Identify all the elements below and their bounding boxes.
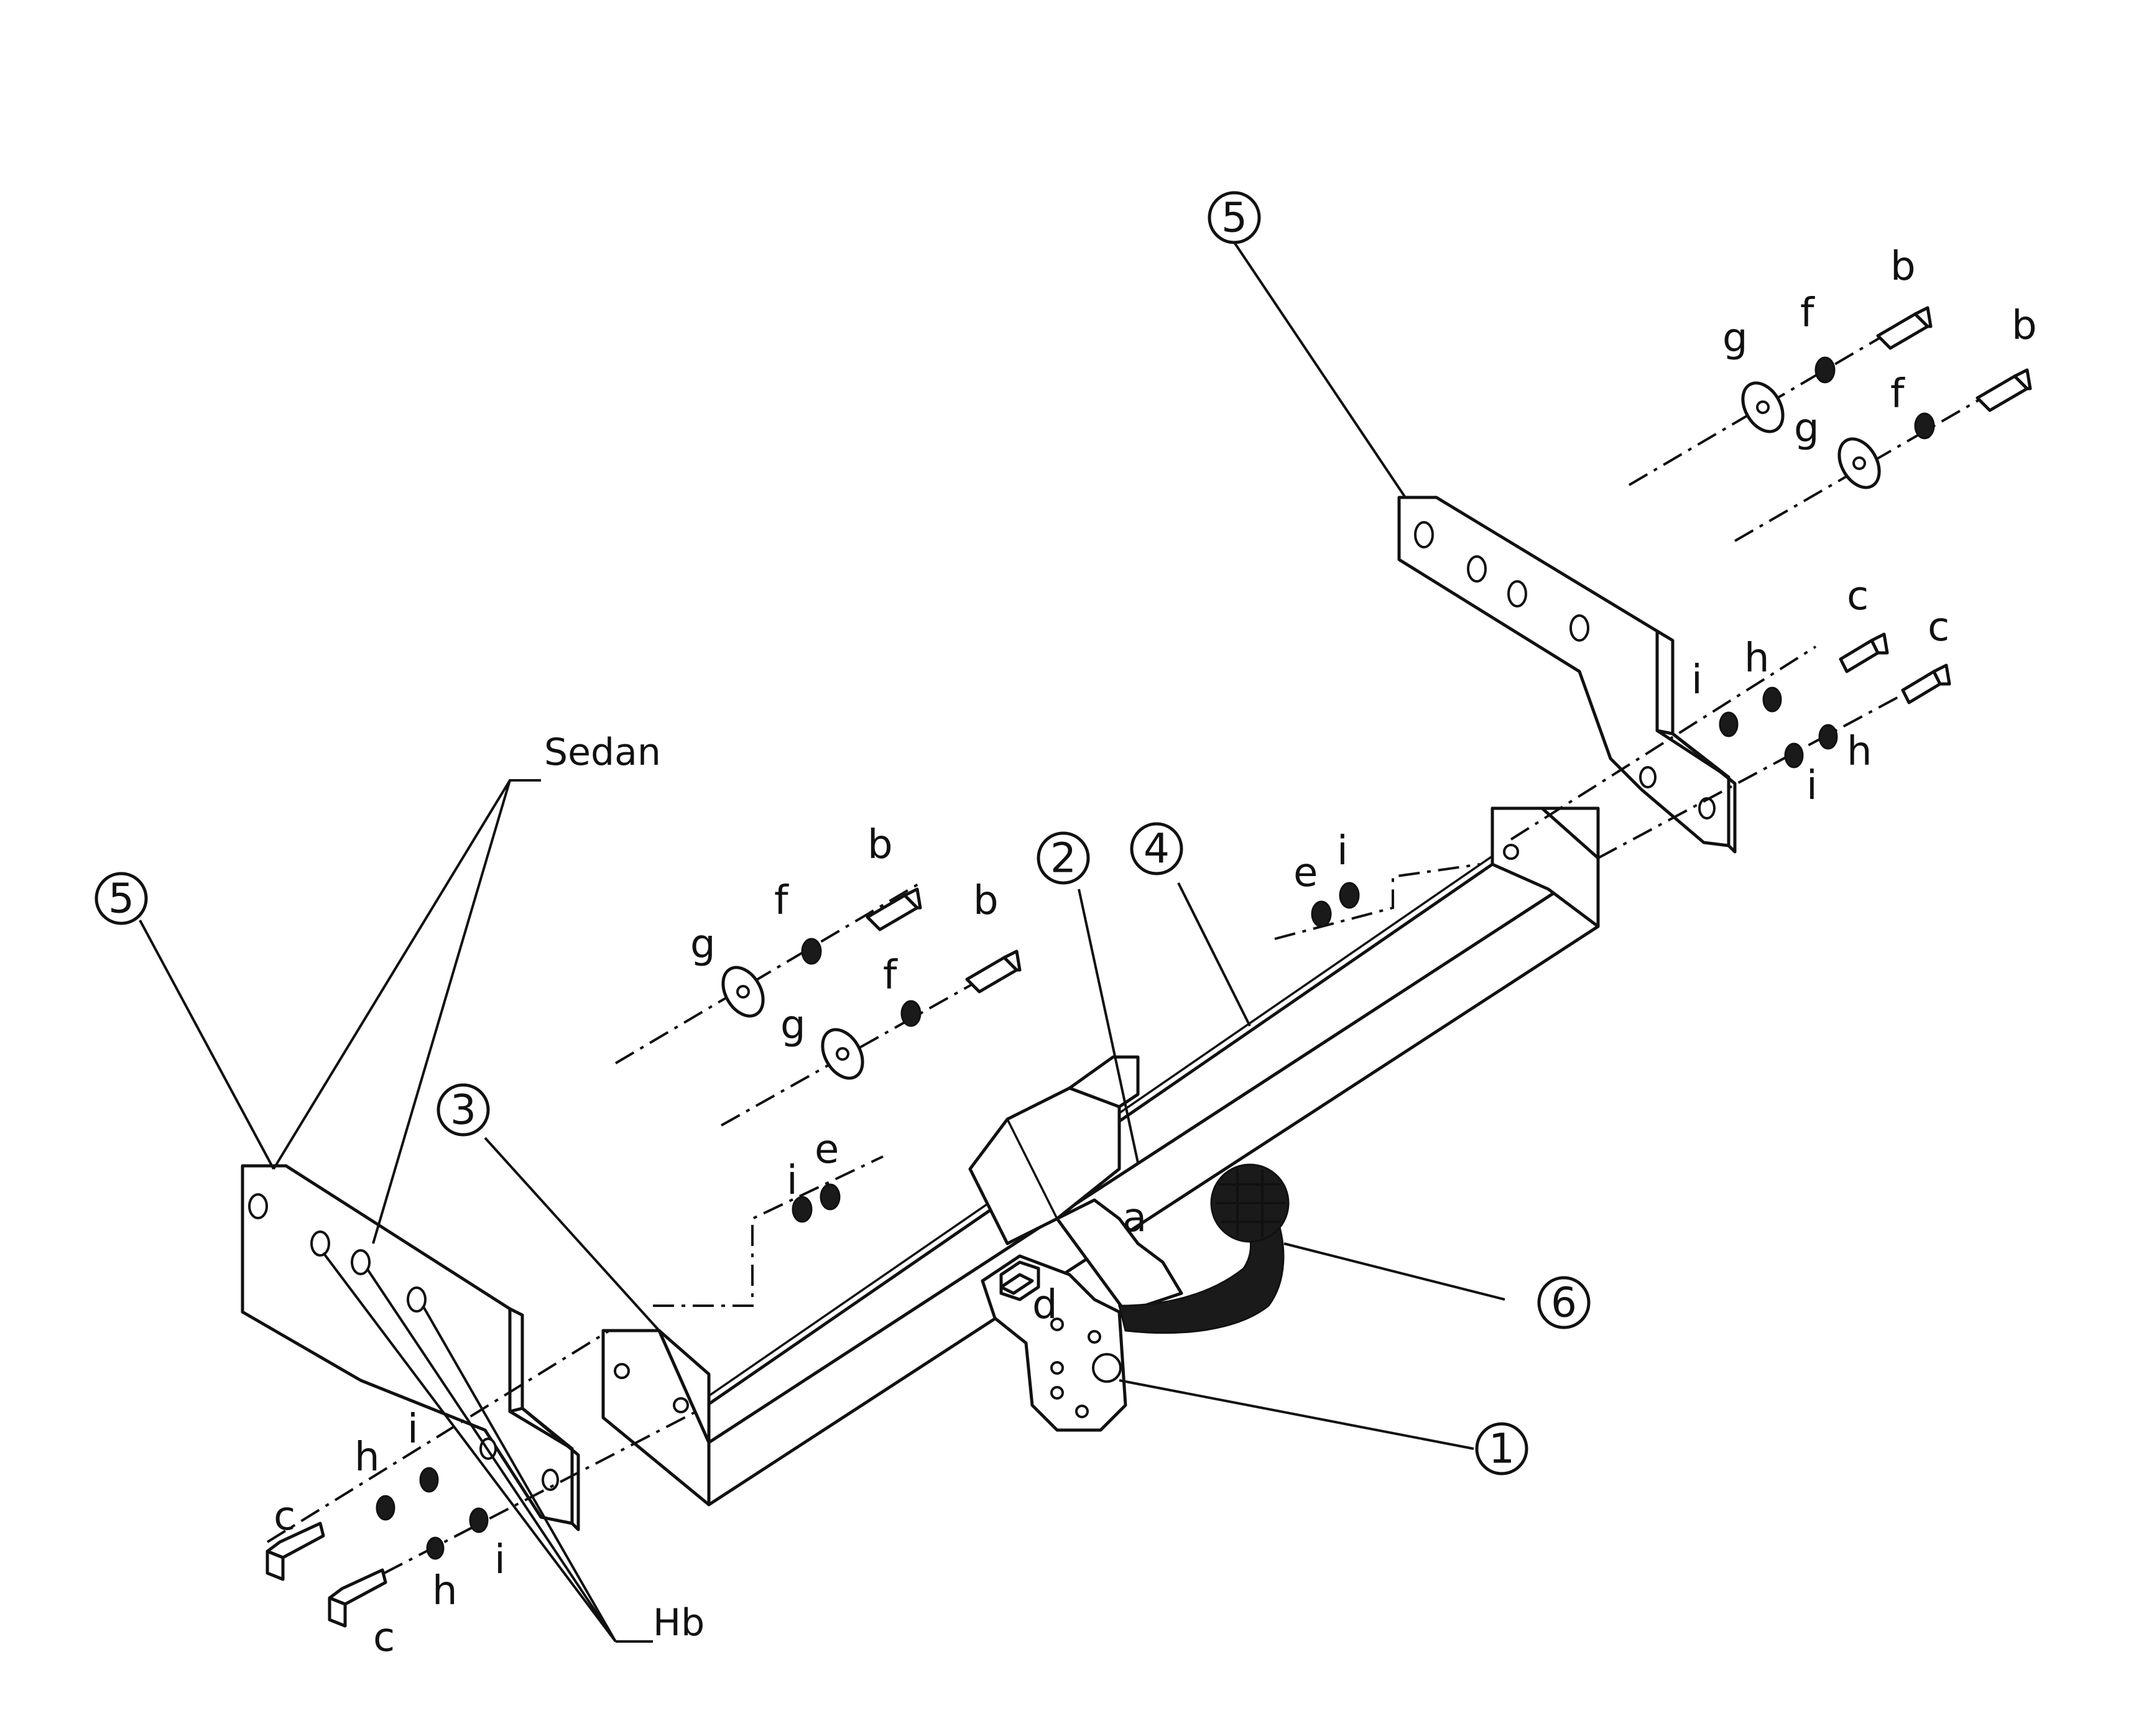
svg-text:5: 5 [108,875,134,923]
note-hb: Hb [653,1601,705,1645]
bolt-d [999,1273,1034,1295]
balloon-part-2: 2 [1037,831,1090,885]
label-b: b [867,822,893,868]
label-c: c [1847,573,1869,619]
bolt-c-left-upper [266,1521,325,1581]
label-f: f [1890,371,1905,417]
bolt-c-right-upper [1839,632,1889,673]
label-i: i [1806,763,1818,809]
bolt-b-mid-lower [965,949,1022,994]
label-g: g [1794,405,1819,451]
balloon-part-3: 3 [437,1083,490,1137]
left-end-plate [601,1329,711,1507]
tow-hook-flange [981,1198,1183,1432]
tow-ball-arm [1118,1163,1290,1334]
label-e: e [1293,850,1318,896]
label-h: h [1847,729,1872,775]
label-i: i [407,1406,418,1452]
label-e: e [815,1127,839,1173]
svg-text:4: 4 [1144,825,1170,873]
label-a: a [1122,1195,1147,1241]
bolt-b-mid-upper [866,887,922,931]
label-i: i [1337,828,1348,874]
label-b: b [1890,244,1916,290]
bolt-c-right-lower [1901,663,1951,704]
label-b: b [2012,303,2037,349]
label-h: h [1744,635,1770,681]
fastener-axes [266,316,2016,1593]
label-f: f [774,878,789,924]
bolt-c-left-lower [328,1568,387,1628]
note-sedan: Sedan [544,731,661,774]
label-h: h [354,1434,380,1480]
bolt-b-right-lower [1976,368,2032,412]
balloon-part-5-right: 5 [1208,191,1261,244]
bolt-b-right-upper [1876,306,1933,350]
svg-text:5: 5 [1221,194,1247,242]
label-f: f [1800,290,1815,336]
svg-text:6: 6 [1551,1279,1577,1327]
svg-text:2: 2 [1050,834,1076,882]
label-g: g [780,1002,806,1048]
bolts [266,306,2032,1628]
label-f: f [883,953,898,999]
label-d: d [1032,1282,1058,1328]
svg-text:3: 3 [450,1086,476,1134]
left-side-bracket [241,1164,580,1531]
label-g: g [690,921,716,967]
label-i: i [1691,657,1703,703]
label-i: i [787,1158,798,1204]
hardware-labels: a d b b f f g g i e e i b b f f g g c c … [274,244,2037,1661]
balloon-part-1: 1 [1475,1422,1528,1475]
washers [376,356,1935,1560]
centre-mounting-bracket [968,1055,1140,1245]
label-h: h [432,1568,458,1614]
right-end-plate [1490,806,1600,928]
label-i: i [494,1537,506,1583]
label-b: b [973,878,999,924]
balloon-part-4: 4 [1130,822,1183,875]
label-g: g [1722,315,1748,361]
label-c: c [274,1494,295,1540]
leader-lines [139,232,1505,1643]
label-c: c [373,1615,395,1661]
svg-text:1: 1 [1489,1425,1515,1473]
label-c: c [1928,604,1949,650]
right-side-bracket [1397,496,1737,854]
balloon-part-6: 6 [1537,1276,1591,1329]
balloon-part-5-left: 5 [95,872,148,925]
